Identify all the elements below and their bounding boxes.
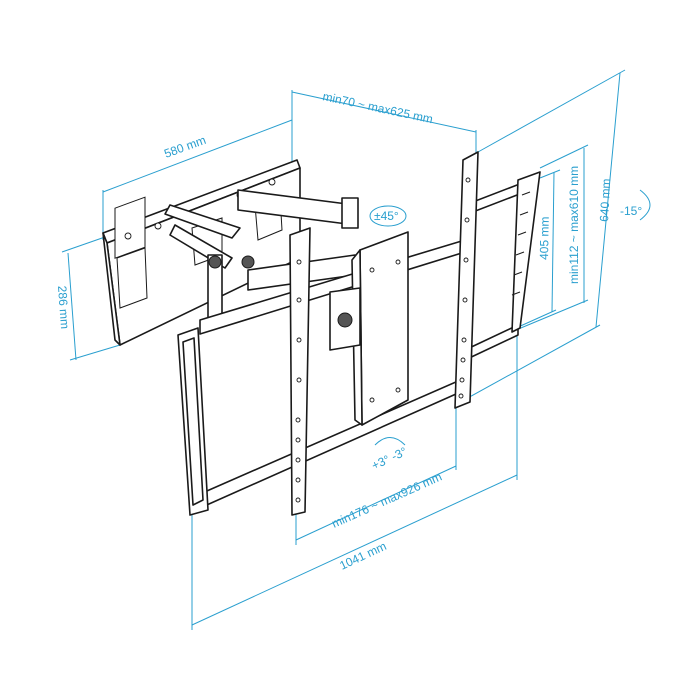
bracket-height-label: 405 mm bbox=[537, 216, 552, 260]
dimension-lines bbox=[61, 69, 651, 630]
wall-plate-width-label: 580 mm bbox=[162, 133, 208, 161]
horizontal-range-label: min176 ~ max926 mm bbox=[330, 470, 444, 531]
rotation-label: +3° -3° bbox=[369, 444, 409, 473]
wall-plate-height-label: 286 mm bbox=[55, 285, 72, 329]
total-width-label: 1041 mm bbox=[337, 539, 388, 573]
vertical-range-label: min112 ~ max610 mm bbox=[567, 166, 581, 284]
bracket-holes-right bbox=[458, 177, 471, 399]
bracket-holes-rear bbox=[511, 191, 531, 296]
tilt-label: -15° bbox=[620, 204, 642, 218]
swivel-label: ±45° bbox=[374, 209, 399, 223]
bracket-holes-left bbox=[295, 259, 302, 503]
right-vertical-bracket bbox=[454, 151, 541, 409]
total-height-label: 640 mm bbox=[597, 178, 613, 222]
arm-extension-label: min70 ~ max625 mm bbox=[321, 89, 434, 126]
swivel-head bbox=[329, 231, 409, 426]
left-vertical-bracket bbox=[177, 227, 311, 516]
